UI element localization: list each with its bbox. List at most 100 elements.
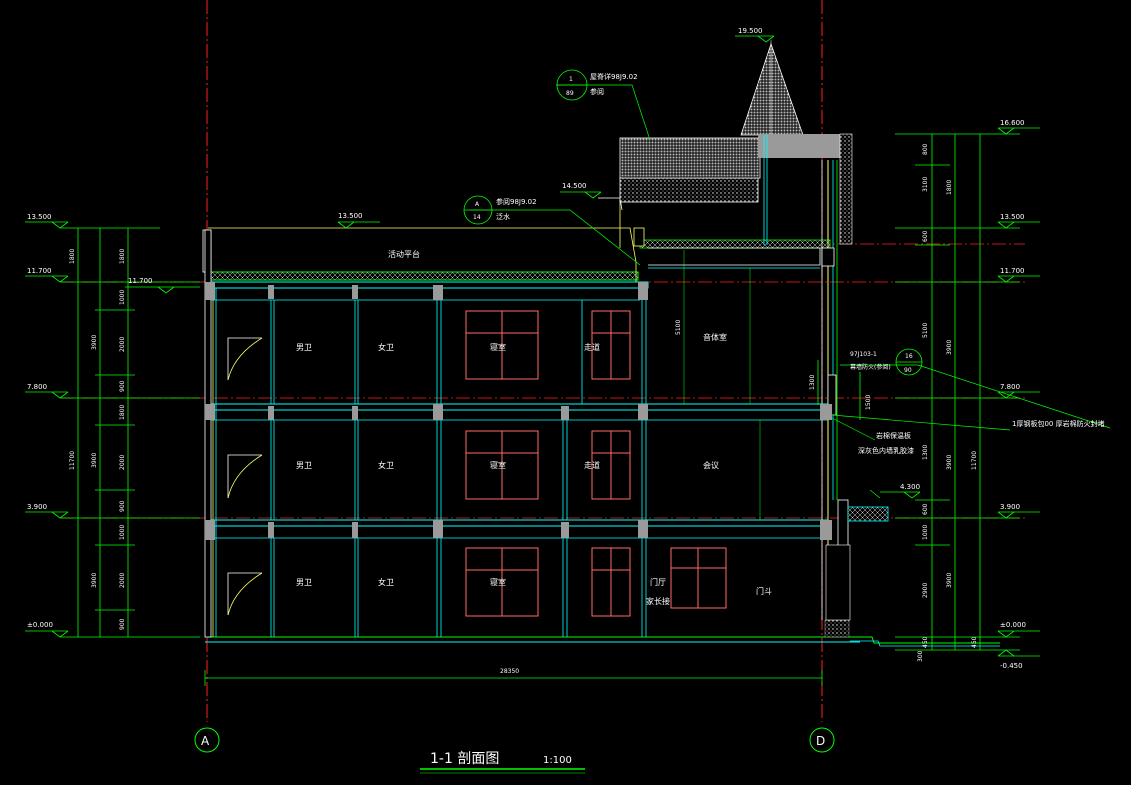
drawing-scale: 1:100 bbox=[543, 755, 572, 766]
svg-text:门斗: 门斗 bbox=[756, 586, 772, 596]
ground bbox=[205, 619, 1000, 647]
svg-text:1厚钢板包00 厚岩棉防火封堵: 1厚钢板包00 厚岩棉防火封堵 bbox=[1012, 419, 1105, 428]
svg-text:男卫: 男卫 bbox=[296, 461, 312, 470]
elevation-markers bbox=[25, 35, 1040, 657]
dimension-labels: 11700 1800 3900 3900 3900 1800 1000 2000… bbox=[69, 143, 978, 675]
svg-text:3.900: 3.900 bbox=[1000, 503, 1020, 511]
svg-text:岩棉保温板: 岩棉保温板 bbox=[876, 431, 911, 440]
svg-text:5100: 5100 bbox=[675, 320, 682, 335]
callouts: 1 89 屋脊详98J9.02 参阅 A 14 参阅98J9.02 泛水 16 … bbox=[463, 69, 1105, 455]
tower bbox=[758, 133, 853, 245]
svg-text:11.700: 11.700 bbox=[128, 277, 153, 285]
columns bbox=[205, 282, 648, 540]
svg-text:1800: 1800 bbox=[946, 180, 953, 195]
svg-text:屋脊详98J9.02: 屋脊详98J9.02 bbox=[590, 72, 638, 81]
axis-bubble-d bbox=[809, 727, 835, 753]
svg-text:2000: 2000 bbox=[119, 573, 126, 588]
svg-text:会议: 会议 bbox=[703, 460, 719, 470]
svg-text:3.900: 3.900 bbox=[27, 503, 47, 511]
svg-text:±0.000: ±0.000 bbox=[1000, 621, 1026, 629]
svg-text:1300: 1300 bbox=[922, 445, 929, 460]
svg-text:深灰色内墙乳胶漆: 深灰色内墙乳胶漆 bbox=[858, 446, 914, 455]
axis-bubble-a bbox=[194, 727, 220, 753]
svg-text:7.800: 7.800 bbox=[1000, 383, 1020, 391]
svg-text:女卫: 女卫 bbox=[378, 460, 394, 470]
svg-text:寝室: 寝室 bbox=[490, 342, 506, 352]
svg-text:900: 900 bbox=[119, 500, 126, 512]
svg-text:600: 600 bbox=[922, 503, 929, 515]
svg-text:450: 450 bbox=[922, 636, 929, 648]
svg-text:参阅: 参阅 bbox=[590, 87, 604, 96]
svg-text:3100: 3100 bbox=[922, 177, 929, 192]
svg-text:走道: 走道 bbox=[584, 460, 600, 470]
svg-text:2000: 2000 bbox=[119, 337, 126, 352]
upper-block bbox=[598, 137, 831, 269]
svg-text:音体室: 音体室 bbox=[703, 332, 727, 342]
svg-text:3900: 3900 bbox=[946, 340, 953, 355]
svg-text:门厅: 门厅 bbox=[650, 577, 666, 587]
dim-lines bbox=[60, 133, 1020, 686]
svg-text:±0.000: ±0.000 bbox=[27, 621, 53, 629]
svg-text:男卫: 男卫 bbox=[296, 343, 312, 352]
svg-text:7.800: 7.800 bbox=[27, 383, 47, 391]
svg-text:300: 300 bbox=[917, 650, 924, 662]
svg-text:90: 90 bbox=[904, 367, 912, 374]
svg-text:2000: 2000 bbox=[119, 455, 126, 470]
svg-text:11700: 11700 bbox=[69, 451, 76, 470]
building bbox=[202, 40, 1111, 638]
svg-text:参阅98J9.02: 参阅98J9.02 bbox=[496, 197, 537, 206]
axis-label-d: D bbox=[816, 734, 825, 748]
svg-text:家长接: 家长接 bbox=[646, 596, 670, 606]
door-leaves bbox=[227, 337, 263, 616]
windows bbox=[465, 310, 727, 617]
room-labels: 活动平台 男卫 女卫 寝室 走道 音体室 男卫 女卫 寝室 走道 会议 男卫 女… bbox=[296, 249, 772, 606]
svg-text:13.500: 13.500 bbox=[27, 213, 52, 221]
svg-text:19.500: 19.500 bbox=[738, 27, 763, 35]
svg-text:900: 900 bbox=[119, 380, 126, 392]
svg-text:男卫: 男卫 bbox=[296, 578, 312, 587]
svg-text:泛水: 泛水 bbox=[496, 212, 510, 221]
svg-text:600: 600 bbox=[922, 230, 929, 242]
svg-text:900: 900 bbox=[119, 618, 126, 630]
partitions bbox=[270, 300, 647, 637]
svg-text:14: 14 bbox=[473, 214, 481, 221]
svg-text:3900: 3900 bbox=[91, 335, 98, 350]
elevation-labels: 13.500 11.700 7.800 3.900 ±0.000 11.700 … bbox=[27, 27, 1026, 670]
svg-text:1800: 1800 bbox=[119, 405, 126, 420]
svg-text:1500: 1500 bbox=[865, 395, 872, 410]
svg-text:3900: 3900 bbox=[946, 573, 953, 588]
svg-text:13.500: 13.500 bbox=[1000, 213, 1025, 221]
svg-text:16.600: 16.600 bbox=[1000, 119, 1025, 127]
svg-text:1800: 1800 bbox=[69, 249, 76, 264]
svg-text:3900: 3900 bbox=[91, 453, 98, 468]
svg-text:450: 450 bbox=[971, 636, 978, 648]
svg-text:1000: 1000 bbox=[119, 525, 126, 540]
svg-text:-0.450: -0.450 bbox=[1000, 662, 1023, 670]
curtain-wall bbox=[820, 160, 889, 621]
svg-text:89: 89 bbox=[566, 90, 574, 97]
svg-text:1: 1 bbox=[569, 76, 573, 83]
svg-text:2900: 2900 bbox=[922, 583, 929, 598]
drawing-title-block: 1-1 剖面图 1:100 bbox=[420, 751, 585, 774]
svg-text:寝室: 寝室 bbox=[490, 460, 506, 470]
svg-text:1800: 1800 bbox=[119, 249, 126, 264]
svg-text:4.300: 4.300 bbox=[900, 483, 920, 491]
svg-text:1300: 1300 bbox=[809, 375, 816, 390]
svg-text:走道: 走道 bbox=[584, 342, 600, 352]
svg-text:1000: 1000 bbox=[922, 525, 929, 540]
spire bbox=[740, 40, 804, 136]
axis-label-a: A bbox=[201, 734, 210, 748]
svg-text:11.700: 11.700 bbox=[27, 267, 52, 275]
svg-text:3900: 3900 bbox=[946, 455, 953, 470]
svg-text:11.700: 11.700 bbox=[1000, 267, 1025, 275]
svg-text:14.500: 14.500 bbox=[562, 182, 587, 190]
svg-text:3900: 3900 bbox=[91, 573, 98, 588]
svg-text:11700: 11700 bbox=[971, 451, 978, 470]
svg-text:女卫: 女卫 bbox=[378, 342, 394, 352]
svg-text:1000: 1000 bbox=[119, 290, 126, 305]
svg-text:800: 800 bbox=[922, 143, 929, 155]
svg-text:寝室: 寝室 bbox=[490, 577, 506, 587]
svg-text:A: A bbox=[475, 201, 480, 208]
svg-text:活动平台: 活动平台 bbox=[388, 249, 420, 259]
